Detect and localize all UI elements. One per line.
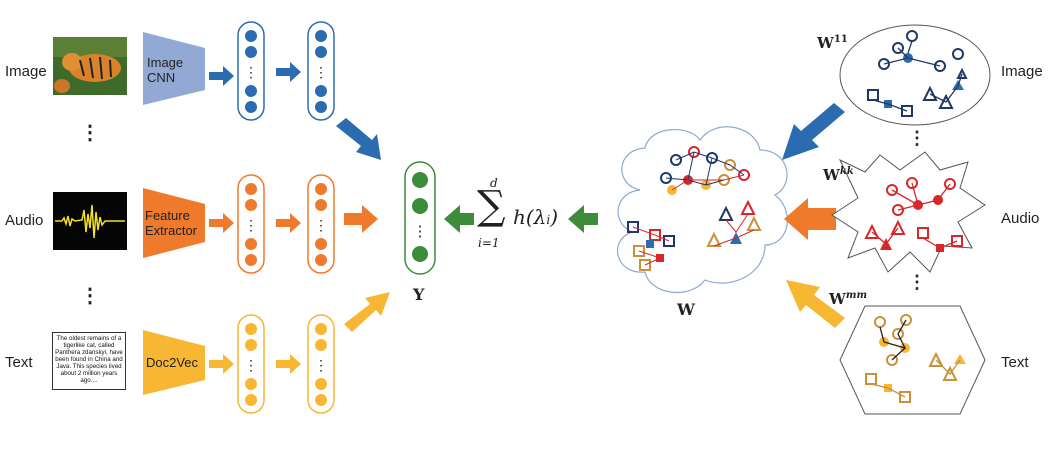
formula-sigma: ∑ bbox=[477, 183, 506, 229]
right-label-image: Image bbox=[1001, 63, 1043, 80]
vertical-ellipsis-right-1: ⋮ bbox=[908, 128, 926, 148]
vertical-ellipsis-1: ⋮ bbox=[80, 122, 100, 144]
vertical-ellipsis-2: ⋮ bbox=[80, 285, 100, 307]
w-label: W bbox=[677, 300, 695, 319]
image-feature-vector-1: ⋮ bbox=[237, 21, 265, 121]
w11-image-graph bbox=[839, 24, 991, 126]
left-label-audio: Audio bbox=[5, 212, 44, 229]
svg-text:⋮: ⋮ bbox=[314, 64, 328, 80]
doc2vec-block bbox=[143, 330, 205, 395]
right-label-audio: Audio bbox=[1001, 210, 1040, 227]
y-label: Y bbox=[413, 285, 425, 304]
wkk-label: Wkk bbox=[823, 166, 854, 184]
svg-text:⋮: ⋮ bbox=[244, 217, 258, 233]
tiger-image bbox=[53, 37, 127, 95]
arrow-text-block-to-w bbox=[786, 280, 845, 328]
audio-feature-vector-2: ⋮ bbox=[307, 174, 335, 274]
vertical-ellipsis-right-2: ⋮ bbox=[908, 272, 926, 292]
svg-text:⋮: ⋮ bbox=[413, 223, 428, 240]
arrow-text-to-doc2vec-out bbox=[209, 354, 234, 374]
formula-body: h(λi) bbox=[513, 205, 559, 229]
left-label-text: Text bbox=[5, 354, 33, 371]
svg-text:⋮: ⋮ bbox=[314, 217, 328, 233]
w-cloud bbox=[616, 126, 788, 294]
wkk-audio-graph bbox=[831, 151, 986, 273]
w-cloud-top-cluster bbox=[660, 146, 750, 195]
doc2vec-label: Doc2Vec bbox=[146, 355, 199, 370]
wmm-text-graph bbox=[839, 305, 986, 415]
audio-waveform-image bbox=[53, 192, 127, 250]
arrow-text-to-y bbox=[344, 292, 390, 332]
svg-text:⋮: ⋮ bbox=[244, 357, 258, 373]
wmm-label: Wmm bbox=[829, 290, 868, 308]
arrow-image-block-to-w bbox=[782, 103, 845, 160]
text-feature-vector-1: ⋮ bbox=[237, 314, 265, 414]
audio-feature-vector-1: ⋮ bbox=[237, 174, 265, 274]
arrow-w-to-formula bbox=[568, 205, 598, 233]
w-cloud-right-cluster bbox=[706, 199, 762, 247]
text-feature-vector-2: ⋮ bbox=[307, 314, 335, 414]
arrow-audio-to-extractor-out bbox=[209, 213, 234, 233]
y-vector: ⋮ bbox=[404, 161, 436, 275]
arrow-audio-vec1-to-vec2 bbox=[276, 213, 301, 233]
right-label-text: Text bbox=[1001, 354, 1029, 371]
arrow-text-vec1-to-vec2 bbox=[276, 354, 301, 374]
w-cloud-left-cluster bbox=[627, 221, 675, 271]
image-feature-vector-2: ⋮ bbox=[307, 21, 335, 121]
feature-extractor-block bbox=[143, 188, 205, 258]
arrow-image-to-y bbox=[336, 118, 381, 160]
svg-text:⋮: ⋮ bbox=[314, 357, 328, 373]
w11-label: W11 bbox=[817, 34, 848, 52]
document-image: The oldest remains of a tigerlike cat, c… bbox=[52, 332, 126, 390]
left-label-image: Image bbox=[5, 63, 47, 80]
arrow-image-to-cnn bbox=[209, 66, 234, 86]
arrow-image-vec1-to-vec2 bbox=[276, 62, 301, 82]
formula-lower-limit: i=1 bbox=[478, 236, 500, 250]
image-cnn-block bbox=[143, 32, 205, 105]
arrow-audio-to-y bbox=[344, 205, 378, 233]
svg-text:⋮: ⋮ bbox=[244, 64, 258, 80]
formula-upper-limit: d bbox=[490, 176, 498, 190]
arrow-formula-to-y bbox=[444, 205, 474, 233]
arrow-audio-block-to-w bbox=[784, 198, 836, 240]
